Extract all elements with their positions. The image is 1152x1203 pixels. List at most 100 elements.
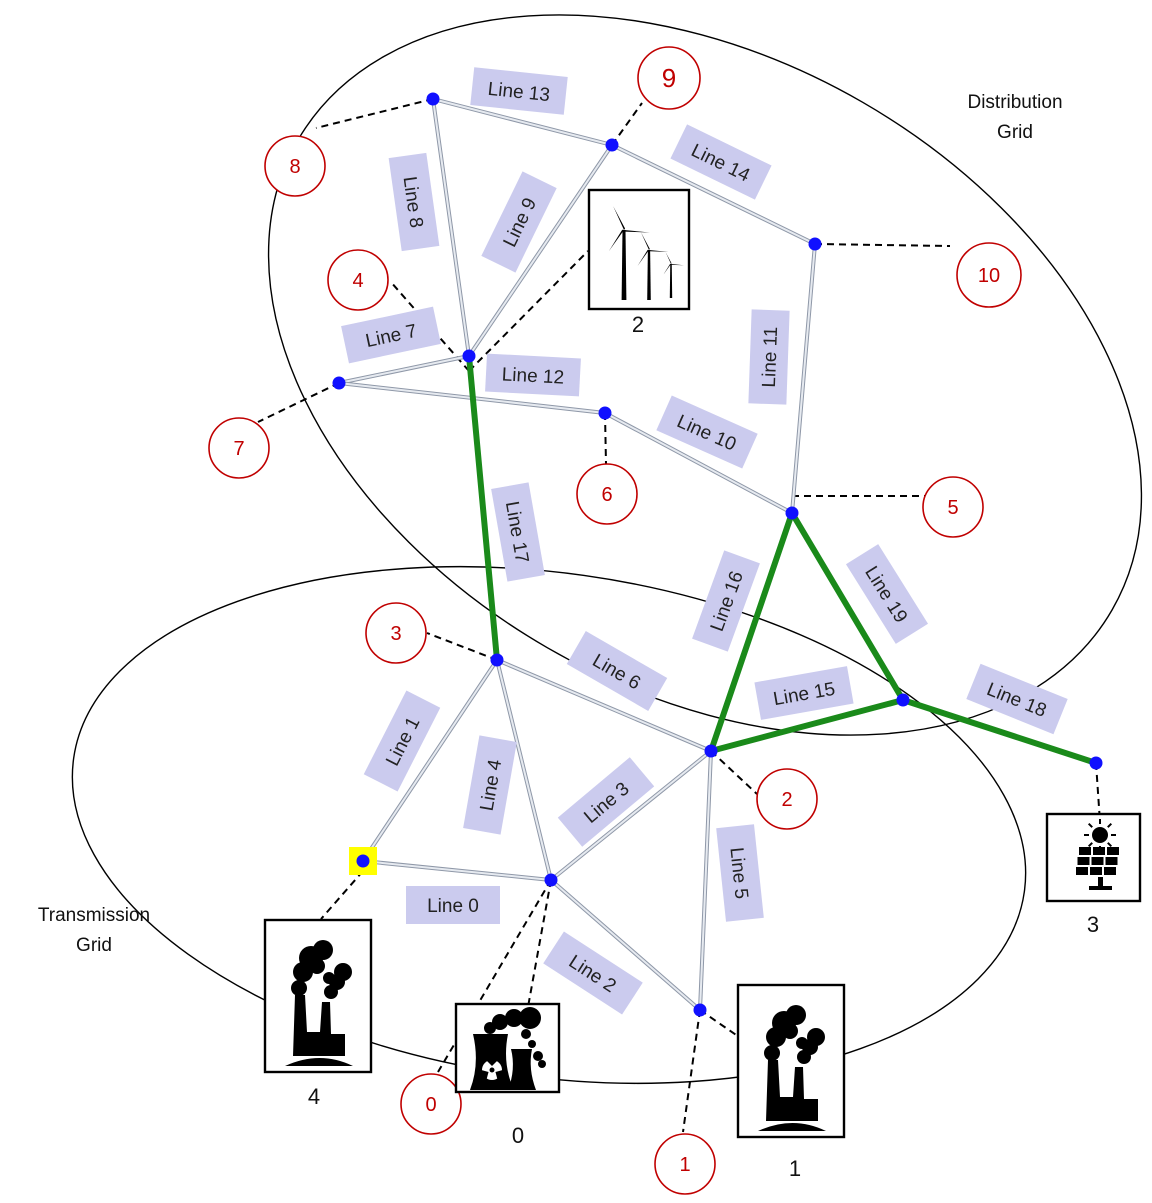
network-line[interactable] (550, 750, 712, 881)
thermal-plant-icon (285, 940, 353, 1066)
generator-1[interactable]: 1 (736, 983, 846, 1181)
network-line[interactable] (338, 355, 470, 384)
load-0[interactable]: 0 (400, 1073, 462, 1135)
network-line[interactable] (432, 98, 613, 146)
generator-4[interactable]: 4 (263, 918, 373, 1109)
load-number: 2 (781, 789, 792, 811)
solar-panel-icon (1076, 819, 1119, 890)
load-circle (208, 417, 270, 479)
network-line[interactable] (362, 860, 552, 881)
highlighted-line[interactable] (900, 697, 1099, 766)
connection-dash (814, 243, 951, 247)
network-line[interactable] (432, 98, 470, 357)
bus-node[interactable] (462, 349, 476, 363)
line-label: Line 9 (481, 171, 557, 273)
bus-node[interactable] (544, 873, 558, 887)
generator-0[interactable]: 0 (454, 1002, 561, 1148)
generator-number: 1 (789, 1156, 801, 1181)
connection-dash (611, 102, 643, 146)
network-line[interactable] (550, 879, 701, 1011)
load-number: 0 (425, 1094, 436, 1116)
connection-dash (315, 98, 434, 129)
load-circle (264, 135, 326, 197)
line-label: Line 7 (341, 306, 441, 364)
bus-node[interactable] (426, 92, 440, 106)
generator-number: 3 (1087, 912, 1099, 937)
line-label-bg (845, 544, 929, 644)
connection-dash (257, 382, 340, 423)
line-label-bg (692, 550, 760, 652)
line-label: Line 11 (748, 309, 790, 405)
thermal-plant-icon (758, 1005, 826, 1131)
load-circle (327, 249, 389, 311)
load-5[interactable]: 5 (922, 476, 984, 538)
distribution-grid-label-line1: Distribution (967, 92, 1063, 113)
line-label: Line 8 (388, 152, 440, 252)
bus-node[interactable] (490, 653, 504, 667)
network-line[interactable] (604, 412, 793, 514)
connection-dash (710, 750, 758, 795)
network-line[interactable] (496, 659, 552, 881)
line-label: Line 13 (470, 67, 568, 115)
line-label-bg (463, 735, 517, 835)
load-1[interactable]: 1 (654, 1133, 716, 1195)
bus-node[interactable] (605, 138, 619, 152)
load-3[interactable]: 3 (365, 602, 427, 664)
load-circle (654, 1133, 716, 1195)
load-circle (756, 768, 818, 830)
load-circle (922, 476, 984, 538)
bus-node[interactable] (356, 854, 370, 868)
highlighted-line[interactable] (708, 697, 906, 754)
load-4[interactable]: 4 (327, 249, 389, 311)
bus-node[interactable] (785, 506, 799, 520)
network-line[interactable] (699, 750, 712, 1011)
generator-box (587, 188, 691, 311)
connection-dashes (257, 98, 1101, 1133)
line-label: Line 6 (566, 631, 668, 711)
bus-node[interactable] (1089, 756, 1103, 770)
line-label-bg (966, 663, 1068, 735)
highlighted-line[interactable] (708, 510, 795, 754)
load-7[interactable]: 7 (208, 417, 270, 479)
line-label: Line 17 (491, 482, 545, 582)
line-label-bg (485, 353, 581, 397)
bus-node[interactable] (693, 1003, 707, 1017)
line-label-bg (716, 824, 764, 922)
generators: 0 1 2 3 4 (263, 188, 1142, 1181)
load-number: 8 (289, 156, 300, 178)
network-line[interactable] (611, 144, 816, 245)
network-line[interactable] (791, 243, 816, 514)
network-line[interactable] (496, 659, 712, 752)
connection-dash (682, 1009, 701, 1133)
line-label: Line 1 (363, 690, 441, 792)
bus-node[interactable] (704, 744, 718, 758)
line-label-bg (470, 67, 568, 115)
generator-2[interactable]: 2 (587, 188, 691, 337)
network-line[interactable] (468, 144, 613, 357)
bus-node[interactable] (332, 376, 346, 390)
nuclear-plant-icon (470, 1007, 546, 1090)
line-label-bg (363, 690, 441, 792)
bus-node[interactable] (896, 693, 910, 707)
load-2[interactable]: 2 (756, 768, 818, 830)
transmission-grid-label: Transmission Grid (14, 901, 174, 961)
transmission-grid-label-line2: Grid (76, 935, 112, 956)
load-10[interactable]: 10 (956, 242, 1022, 308)
network-line[interactable] (362, 659, 498, 862)
highlighted-line[interactable] (466, 353, 500, 663)
highlighted-line[interactable] (789, 510, 906, 703)
line-label-bg (406, 886, 500, 924)
connection-dash (320, 870, 364, 920)
load-9[interactable]: 9 (637, 46, 701, 110)
generator-number: 2 (632, 312, 644, 337)
load-circle (365, 602, 427, 664)
load-8[interactable]: 8 (264, 135, 326, 197)
load-6[interactable]: 6 (576, 463, 638, 525)
generator-3[interactable]: 3 (1045, 812, 1142, 937)
bus-node[interactable] (598, 406, 612, 420)
connection-dash (527, 879, 552, 1008)
load-number: 9 (662, 63, 676, 93)
bus-node[interactable] (808, 237, 822, 251)
